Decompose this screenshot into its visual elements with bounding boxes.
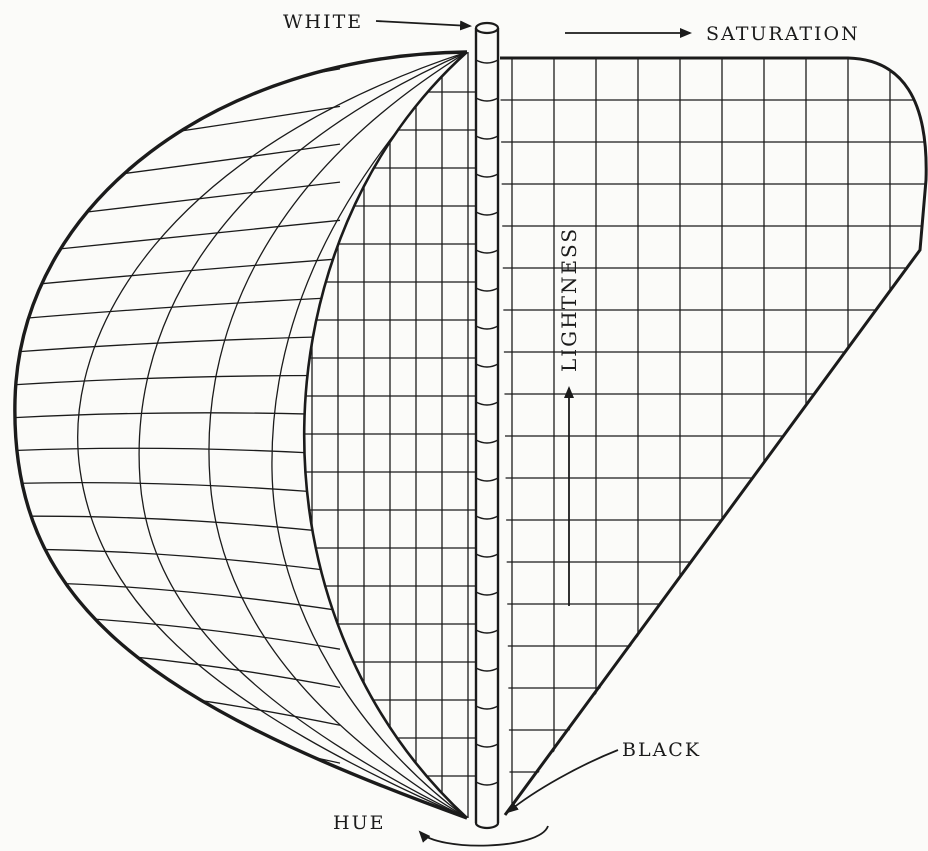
- axis-bottom-cap: [476, 823, 498, 828]
- latitude-curve: [0, 745, 340, 800]
- latitude-curve: [0, 144, 340, 190]
- latitude-curve: [0, 69, 340, 124]
- latitude-curve: [0, 483, 340, 494]
- latitude-curve: [0, 413, 340, 419]
- hue-rotation-arrow: [420, 826, 548, 846]
- black-label: BLACK: [622, 739, 701, 761]
- axis-body: [476, 28, 498, 823]
- lightness-label: LIGHTNESS: [557, 227, 581, 372]
- latitude-curve: [0, 516, 340, 533]
- middle-section-grid: [250, 40, 490, 830]
- latitude-curve: [0, 615, 340, 650]
- latitude-curve: [0, 778, 340, 838]
- latitude-curve: [0, 375, 340, 385]
- latitude-curve: [0, 680, 340, 725]
- curved-hue-surface: [0, 52, 467, 838]
- white-label-group: WHITE: [283, 11, 470, 33]
- meridian-section: [250, 40, 490, 830]
- neutral-axis-cylinder: [476, 23, 498, 828]
- latitude-curve: [0, 713, 340, 764]
- saturation-label-group: SATURATION: [565, 23, 860, 45]
- meridian-curve: [272, 52, 467, 818]
- lightness-label-group: LIGHTNESS: [557, 227, 581, 606]
- outer-surface-outline: [15, 52, 467, 818]
- axis-top-cap: [476, 23, 498, 33]
- white-label: WHITE: [283, 11, 363, 33]
- black-label-group: BLACK: [508, 739, 701, 812]
- latitude-curve: [0, 182, 340, 222]
- latitude-curve: [0, 582, 340, 611]
- latitude-curve: [0, 297, 340, 320]
- latitude-curve: [0, 448, 340, 454]
- saturation-label: SATURATION: [706, 23, 860, 45]
- white-pointer-arrow: [376, 21, 470, 26]
- constant-hue-plane: [490, 50, 928, 830]
- latitude-curve: [0, 220, 340, 255]
- right-plane-grid: [490, 50, 928, 830]
- black-pointer-arrow: [508, 750, 618, 812]
- hue-label-group: HUE: [333, 812, 548, 846]
- hue-label: HUE: [333, 812, 385, 834]
